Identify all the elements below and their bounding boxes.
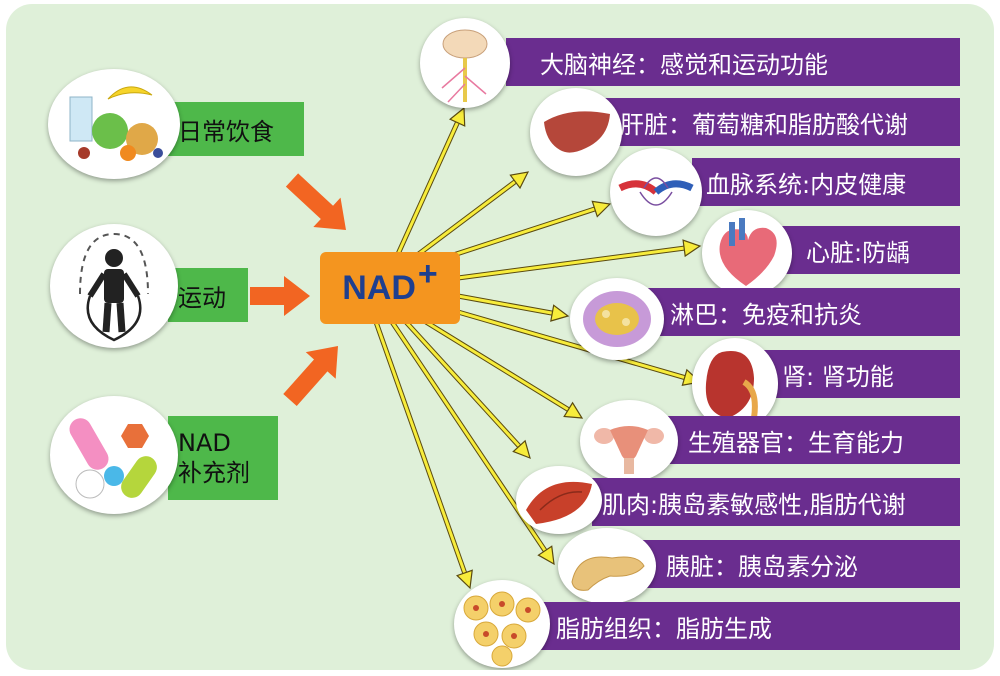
nad-plus-superscript: +	[417, 254, 438, 293]
target-heart-label: 心脏:防龋	[772, 226, 960, 274]
target-blood-vessel-label: 血脉系统:内皮健康	[692, 158, 960, 206]
arrow-supplement-to-nad	[283, 346, 338, 406]
jump-rope-icon	[50, 224, 178, 348]
target-liver-label: 肝脏：葡萄糖和脂肪酸代谢	[602, 98, 960, 146]
lymph-node-icon	[570, 278, 664, 360]
arrow-nad-to-reproductive	[424, 319, 584, 419]
fat-tissue-icon	[454, 580, 550, 668]
liver-icon	[530, 88, 622, 176]
source-supplement-label: NAD 补充剂	[168, 416, 278, 500]
reproductive-organ-icon	[580, 400, 678, 482]
brain-nerve-icon	[420, 18, 510, 108]
pancreas-icon	[558, 528, 656, 604]
arrow-nad-to-heart	[457, 239, 702, 281]
arrow-nad-to-liver	[414, 171, 530, 259]
arrow-nad-to-brain	[395, 106, 466, 256]
source-diet-label: 日常饮食	[168, 102, 304, 156]
target-kidney-label: 肾: 肾功能	[752, 350, 960, 398]
target-pancreas-label: 胰脏：胰岛素分泌	[642, 540, 960, 588]
arrow-exercise-to-nad	[250, 276, 310, 316]
target-lymph-label: 淋巴：免疫和抗炎	[646, 288, 960, 336]
arrow-nad-to-lymph	[457, 293, 570, 322]
arrow-nad-to-blood-vessel	[437, 200, 612, 263]
heart-icon	[702, 210, 792, 296]
source-exercise-label: 运动	[168, 268, 248, 322]
target-muscle-label: 肌肉:胰岛素敏感性,脂肪代谢	[592, 478, 960, 526]
source-supplement-label-line1: NAD	[178, 429, 231, 457]
kidney-icon	[692, 338, 778, 430]
target-reproductive-label: 生殖器官：生育能力	[666, 416, 960, 464]
nad-label: NAD	[342, 268, 416, 307]
arrow-nad-to-muscle	[404, 320, 531, 459]
muscle-icon	[516, 466, 602, 534]
arrow-nad-to-fat-tissue	[373, 321, 473, 590]
target-fat-tissue-label: 脂肪组织：脂肪生成	[530, 602, 960, 650]
food-icon	[48, 69, 180, 179]
source-supplement-label-line2: 补充剂	[178, 459, 250, 487]
target-brain-label: 大脑神经：感觉和运动功能	[506, 38, 960, 86]
supplement-pills-icon	[50, 396, 178, 514]
blood-vessel-icon	[610, 148, 702, 236]
nad-center-box: NAD+	[320, 252, 460, 324]
arrow-diet-to-nad	[285, 173, 346, 230]
diagram-canvas: 日常饮食 运动	[6, 4, 994, 670]
